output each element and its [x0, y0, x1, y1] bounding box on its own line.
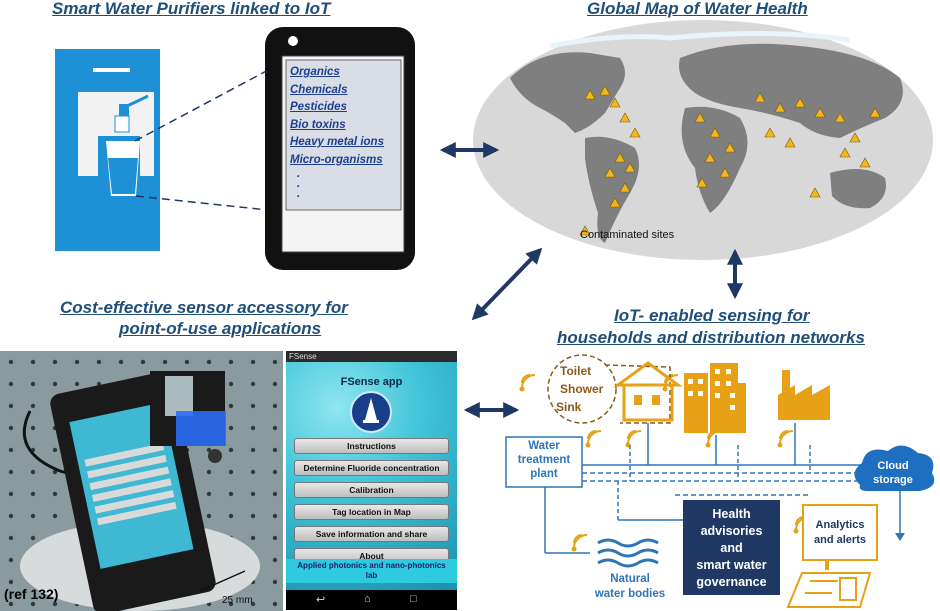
- europe-asia: [679, 43, 903, 138]
- home-item-sink: Sink: [556, 400, 582, 414]
- map-legend-label: Contaminated sites: [580, 229, 675, 241]
- purifier-panel: [78, 92, 154, 176]
- purifier-handle: [93, 68, 130, 72]
- home-item-shower: Shower: [560, 382, 604, 396]
- heading-global-map: Global Map of Water Health: [587, 0, 808, 18]
- app-footer: Applied photonics and nano-photonics lab: [286, 559, 457, 583]
- heading-purifiers: Smart Water Purifiers linked to IoT: [52, 0, 331, 18]
- back-icon[interactable]: ↩: [316, 594, 326, 606]
- contaminant-item[interactable]: Chemicals: [290, 83, 348, 96]
- health-advisories-label: Health advisories and smart water govern…: [696, 507, 767, 589]
- ellipsis-dot: .: [297, 168, 301, 180]
- app-button-tag-location[interactable]: Tag location in Map: [294, 504, 449, 520]
- app-body: FSense app Instructions Determine Fluori…: [286, 362, 457, 590]
- water-waves-icon: [597, 538, 659, 568]
- cloud-storage-label: Cloud storage: [873, 460, 913, 486]
- ellipsis-dot: .: [297, 178, 301, 190]
- iot-network-diagram: [505, 354, 935, 608]
- reference-label: (ref 132): [4, 586, 59, 602]
- contaminant-item[interactable]: Heavy metal ions: [290, 136, 384, 148]
- app-nav-bar: ↩ ⌂ □: [286, 590, 457, 610]
- water-treatment-box: [505, 436, 583, 488]
- world-map: [473, 20, 933, 260]
- tap-icon: [119, 104, 129, 116]
- heading-iot-line1: IoT- enabled sensing for: [614, 306, 810, 325]
- heading-sensor-line1: Cost-effective sensor accessory for: [60, 298, 348, 317]
- contaminant-list: Organics Chemicals Pesticides Bio toxins…: [290, 64, 384, 200]
- water-treatment-label: Water treatment plant: [517, 440, 571, 480]
- app-button-calibration[interactable]: Calibration: [294, 482, 449, 498]
- app-logo-icon: [350, 391, 392, 433]
- app-button-instructions[interactable]: Instructions: [294, 438, 449, 454]
- app-footer-line1: Applied photonics and nano-photonics: [297, 561, 446, 570]
- analytics-label: Analytics and alerts: [814, 519, 866, 546]
- recent-apps-icon[interactable]: □: [410, 593, 417, 605]
- scale-bar-label: 25 mm: [222, 595, 253, 606]
- heading-iot-line2: households and distribution networks: [557, 328, 865, 347]
- home-icon[interactable]: ⌂: [364, 593, 371, 605]
- heading-sensor-line2: point-of-use applications: [119, 319, 322, 338]
- purifier-illustration: [55, 27, 415, 270]
- app-status-bar: FSense: [286, 351, 457, 362]
- analytics-box: [802, 504, 878, 561]
- contaminant-item[interactable]: Pesticides: [290, 101, 347, 113]
- house-icon: [613, 361, 683, 422]
- arctic-ice: [549, 30, 851, 49]
- contaminant-item[interactable]: Bio toxins: [290, 118, 346, 131]
- arrow-map-sensor: [471, 247, 543, 321]
- app-button-save-share[interactable]: Save information and share: [294, 526, 449, 542]
- home-appliance-circle: [547, 354, 617, 424]
- cloud-storage-icon: [854, 445, 935, 491]
- contaminant-item[interactable]: Organics: [290, 66, 340, 78]
- app-button-determine-fluoride[interactable]: Determine Fluoride concentration: [294, 460, 449, 476]
- sensor-photo: [0, 351, 283, 611]
- contaminant-item[interactable]: Micro-organisms: [290, 153, 383, 166]
- health-advisories-box: [683, 500, 780, 595]
- south-america: [585, 136, 639, 243]
- legend-marker: [579, 225, 591, 236]
- dashboard-icon: [786, 572, 872, 608]
- app-title: FSense app: [340, 376, 403, 388]
- factory-icon: [778, 370, 830, 420]
- home-item-toilet: Toilet: [560, 364, 592, 378]
- africa: [681, 106, 748, 213]
- contaminated-site-markers: [584, 85, 881, 208]
- app-footer-line2: lab: [365, 571, 378, 580]
- ellipsis-dot: .: [297, 188, 301, 200]
- fsense-app-screenshot: FSense FSense app Instructions Determine…: [286, 351, 457, 610]
- natural-water-label: Natural water bodies: [594, 573, 666, 600]
- north-america: [510, 52, 625, 133]
- australia: [830, 169, 886, 209]
